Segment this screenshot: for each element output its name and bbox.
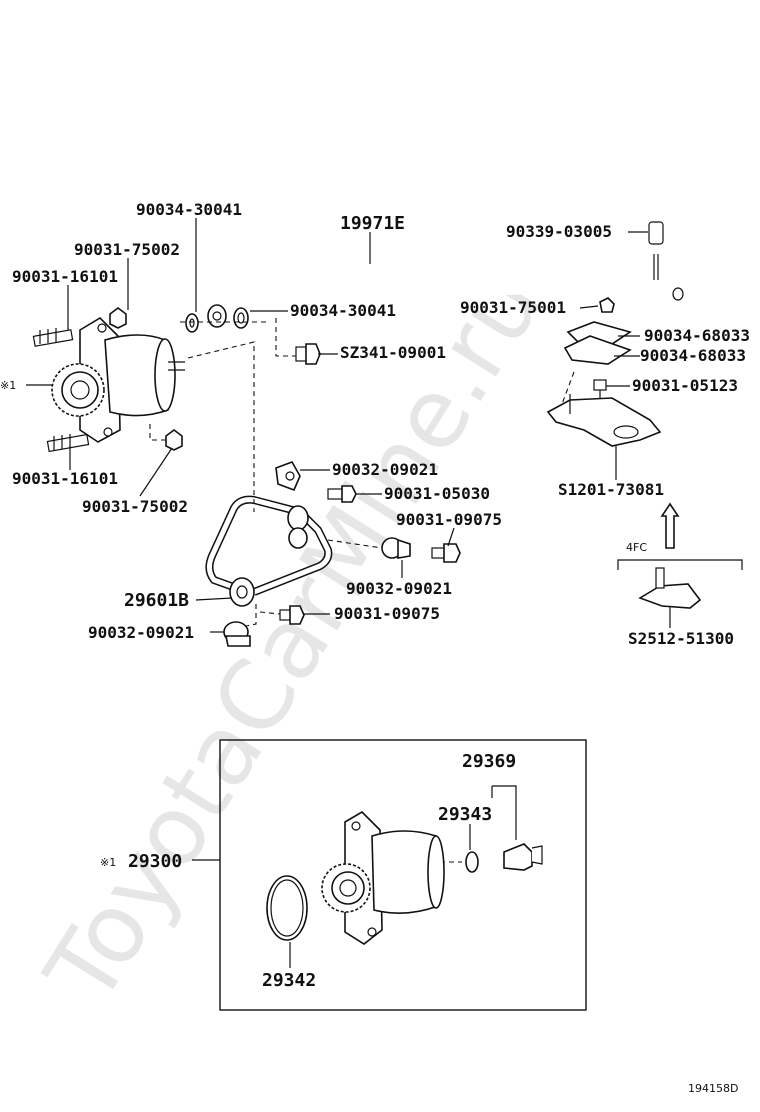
label-s1201-73081: S1201-73081 [558, 480, 664, 499]
clamp-lower [563, 335, 632, 365]
clip-b [381, 537, 411, 559]
label-29300: 29300 [128, 851, 182, 872]
label-90031-09075-a: 90031-09075 [396, 510, 502, 529]
leader-lines-detail [192, 785, 517, 968]
nut-top [109, 307, 127, 329]
o-ring-large [266, 875, 308, 941]
check-valve [503, 843, 543, 871]
label-29369: 29369 [462, 751, 516, 772]
label-29601b: 29601B [124, 590, 189, 611]
stud-bolt-top [32, 328, 74, 347]
label-29343: 29343 [438, 804, 492, 825]
vacuum-pipe [209, 229, 684, 301]
clip-a [275, 461, 301, 492]
stud-bolt-bottom [46, 433, 90, 453]
diagram-id: 194158D [688, 1082, 738, 1095]
gasket-right [233, 307, 249, 329]
bracket-4fc [638, 567, 702, 609]
note-marker-bottom: ※1 [100, 856, 116, 869]
pin [648, 221, 664, 280]
label-s2512-51300: S2512-51300 [628, 629, 734, 648]
label-90034-30041-top: 90034-30041 [136, 200, 242, 219]
label-90032-09021-b: 90032-09021 [346, 579, 452, 598]
vacuum-hose-pipe [205, 495, 333, 607]
plug-bolt [295, 343, 321, 365]
label-29342: 29342 [262, 970, 316, 991]
bracket [546, 394, 662, 447]
label-90031-09075-b: 90031-09075 [334, 604, 440, 623]
label-90031-16101-top: 90031-16101 [12, 267, 118, 286]
o-ring-small [465, 851, 479, 873]
clip-c [223, 621, 251, 647]
label-90031-05123: 90031-05123 [632, 376, 738, 395]
label-19971e: 19971E [340, 213, 405, 234]
label-90032-09021-c: 90032-09021 [88, 623, 194, 642]
nut-bottom [165, 429, 183, 451]
label-90031-05030: 90031-05030 [384, 484, 490, 503]
vacuum-pump-assembly [321, 810, 445, 945]
label-90032-09021-a: 90032-09021 [332, 460, 438, 479]
label-sz341-09001: SZ341-09001 [340, 343, 446, 362]
union-bolt [207, 304, 227, 328]
note-marker-top: ※1 [0, 379, 16, 392]
gasket-left [185, 313, 199, 333]
group-bracket-4fc [617, 559, 743, 570]
group-label-4fc: 4FC [626, 541, 647, 554]
bolt-c [279, 605, 305, 625]
label-90031-16101-bottom: 90031-16101 [12, 469, 118, 488]
bolt-b [431, 543, 461, 563]
label-90034-68033-a: 90034-68033 [644, 326, 750, 345]
label-90339-03005: 90339-03005 [506, 222, 612, 241]
label-90031-75002-top: 90031-75002 [74, 240, 180, 259]
leader-lines [26, 218, 671, 633]
bolt-a [327, 485, 357, 503]
label-90031-75002-bottom: 90031-75002 [82, 497, 188, 516]
clamp-nut [599, 297, 615, 313]
label-90034-30041-right: 90034-30041 [290, 301, 396, 320]
arrow-up-icon [660, 502, 680, 549]
label-90034-68033-b: 90034-68033 [640, 346, 746, 365]
vacuum-pump-top [51, 316, 185, 443]
detail-box [219, 739, 587, 1011]
label-90031-75001: 90031-75001 [460, 298, 566, 317]
